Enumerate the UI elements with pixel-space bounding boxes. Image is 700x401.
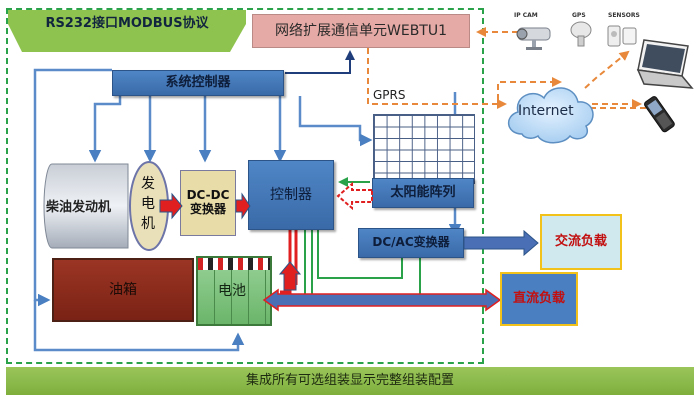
internet-cloud: Internet	[502, 76, 598, 148]
gprs-lines	[367, 27, 646, 109]
footer-bar: 集成所有可选组装显示完整组装配置	[6, 367, 694, 395]
solar-array-box: 太阳能阵列	[372, 178, 474, 208]
system-boundary	[6, 8, 484, 364]
webtu-unit-label: 网络扩展通信单元WEBTU1	[275, 22, 447, 39]
footer-text: 集成所有可选组装显示完整组装配置	[245, 372, 454, 388]
arrow-dcdc-to-controller	[235, 192, 251, 220]
fuel-tank-box: 油箱	[52, 258, 194, 322]
arrow-gen-to-dcdc	[159, 192, 183, 220]
gps-icon	[570, 21, 592, 47]
protocol-banner-text: RS232接口MODBUS协议	[45, 15, 209, 31]
solar-array-label: 太阳能阵列	[390, 184, 456, 200]
dcac-converter-label: DC/AC变换器	[372, 235, 450, 250]
generator-label: 发电机	[141, 176, 155, 232]
internet-cloud-shape	[508, 87, 594, 144]
generator-shape: 发电机	[128, 160, 170, 252]
battery-terminals	[198, 258, 270, 270]
webtu-unit-box: 网络扩展通信单元WEBTU1	[252, 14, 470, 48]
webtu-link	[285, 50, 355, 74]
ip-cam-label: IP CAM	[514, 12, 538, 19]
protocol-banner: RS232接口MODBUS协议	[8, 10, 246, 52]
ip-camera: IP CAM	[510, 12, 558, 52]
arrow-solar-to-controller	[336, 181, 373, 211]
dc-load-box: 直流负载	[500, 272, 578, 326]
system-controller-box: 系统控制器	[112, 70, 284, 96]
diesel-engine-label: 柴油发动机	[46, 200, 112, 215]
sensors-icon	[607, 25, 637, 47]
dc-load-label: 直流负载	[512, 290, 565, 306]
battery-label: 电池	[218, 283, 246, 299]
dcac-converter-box: DC/AC变换器	[358, 228, 464, 258]
gprs-label: GPRS	[373, 88, 406, 102]
internet-label: Internet	[518, 103, 574, 119]
battery-cells	[198, 270, 270, 324]
diesel-engine-shape	[43, 163, 129, 249]
ac-load-label: 交流负载	[554, 233, 607, 249]
protocol-banner-shape	[8, 10, 246, 52]
fuel-tank-label: 油箱	[109, 281, 137, 298]
solar-panel-grid	[373, 114, 475, 184]
system-controller-label: 系统控制器	[165, 74, 231, 90]
sensors-label: SENSORS	[608, 12, 640, 19]
ip-camera-icon	[516, 27, 551, 50]
dcdc-converter-label: DC-DC变换器	[186, 188, 230, 216]
battery-box: 电池	[196, 256, 272, 326]
controller-label: 控制器	[270, 186, 312, 203]
gps-label: GPS	[572, 12, 586, 19]
dcdc-converter-box: DC-DC变换器	[180, 170, 236, 236]
sensors-device: SENSORS	[604, 12, 640, 52]
ac-load-box: 交流负载	[540, 214, 622, 270]
phone-icon	[644, 96, 675, 133]
laptop-icon	[636, 39, 694, 89]
gps-device: GPS	[568, 12, 594, 52]
diesel-engine-cylinder: 柴油发动机	[42, 162, 140, 250]
controller-box: 控制器	[248, 160, 334, 230]
